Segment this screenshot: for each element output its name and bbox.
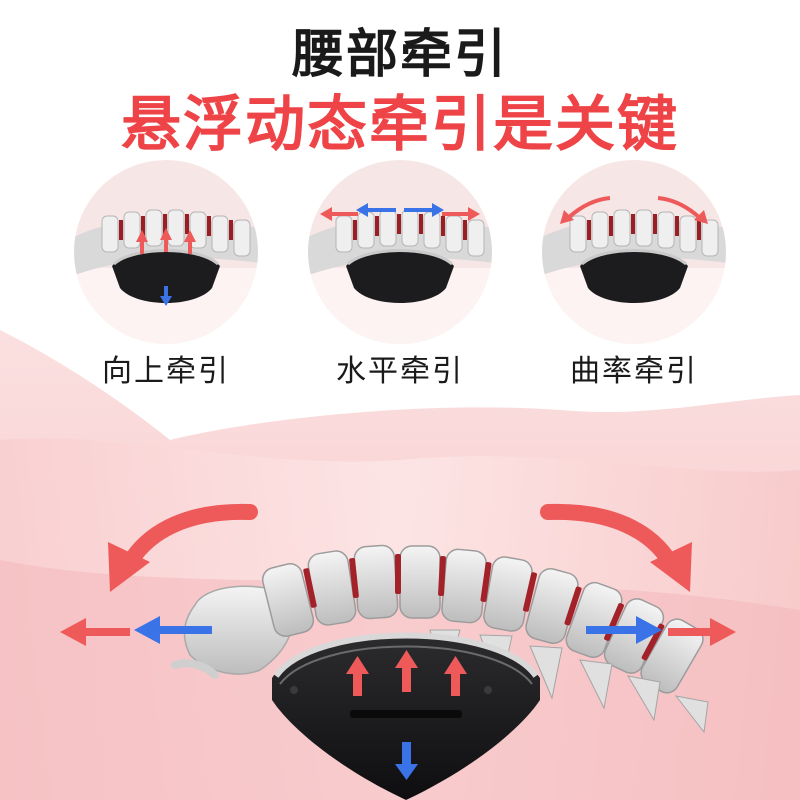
mode-card-horizontal [306,158,494,346]
down-blue-arrow [395,764,418,780]
mode-label-upward: 向上牵引 [102,354,230,389]
right-curve-arrow [540,503,678,570]
mode-label-curvature: 曲率牵引 [570,354,698,389]
mode-label-horizontal: 水平牵引 [336,354,464,389]
page-subtitle: 悬浮动态牵引是关键 [121,90,679,160]
mode-card-upward [72,158,260,346]
curvature-traction-icon [542,160,726,344]
left-curve-arrow [122,503,258,570]
page-title: 腰部牵引 [291,25,508,85]
mode-card-curvature [540,158,728,346]
traction-device-illustration [60,503,736,800]
horizontal-traction-icon [308,160,492,344]
upward-traction-icon [74,160,258,344]
